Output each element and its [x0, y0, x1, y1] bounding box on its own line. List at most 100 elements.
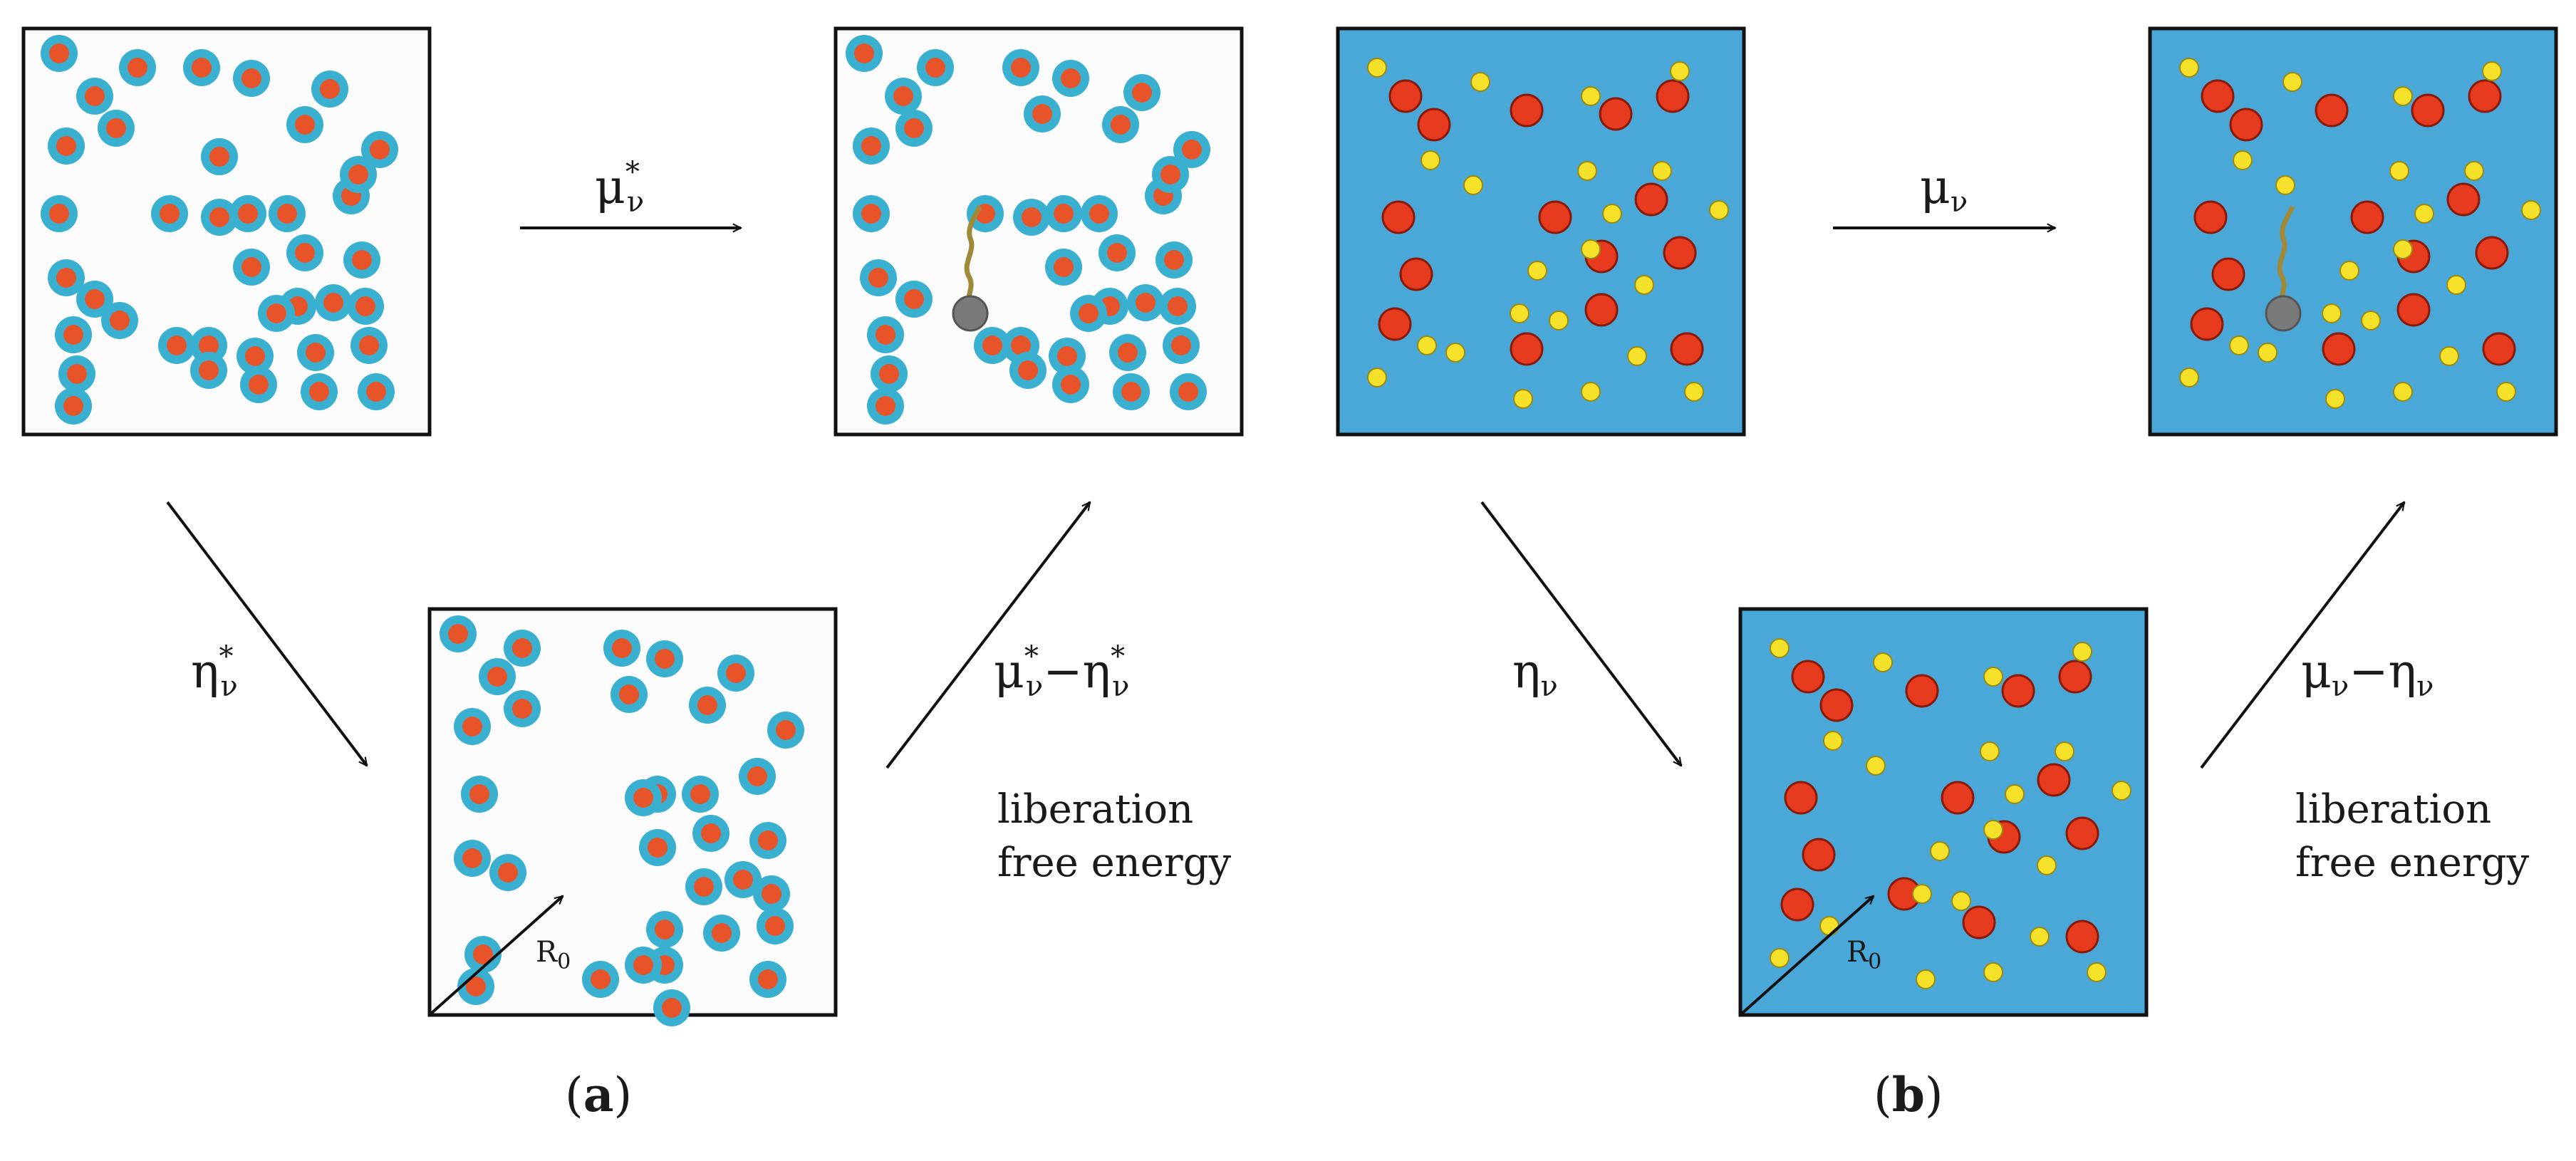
particle-core: [469, 784, 489, 804]
small-particle: [2282, 72, 2302, 92]
particle-core: [295, 243, 315, 263]
small-particle: [2393, 239, 2413, 259]
particle-core: [633, 955, 653, 975]
particle-core: [726, 663, 746, 683]
panel-a-final-box: [833, 26, 1244, 437]
small-particle: [2361, 311, 2381, 330]
small-particle: [2030, 927, 2050, 947]
particle-core: [85, 86, 105, 106]
radius-label: R0: [536, 936, 571, 974]
particle-core: [306, 343, 326, 363]
particle-core: [110, 311, 130, 330]
large-particle: [2001, 674, 2035, 708]
large-particle: [2229, 108, 2263, 142]
note-free-energy: free energy: [997, 840, 1232, 886]
tether-chain: [964, 205, 982, 313]
large-particle: [1791, 660, 1825, 694]
small-particle: [1684, 382, 1704, 402]
particle-core: [662, 998, 682, 1018]
arrow-down-b: [1480, 501, 1683, 766]
particle-core: [1164, 250, 1184, 270]
small-particle: [2005, 784, 2025, 804]
large-particle: [1378, 307, 1412, 341]
particle-core: [242, 257, 261, 277]
small-particle: [1770, 948, 1790, 968]
small-particle: [1367, 368, 1387, 387]
small-particle: [2496, 382, 2516, 402]
small-particle: [2325, 389, 2345, 409]
large-particle: [2482, 332, 2516, 366]
particle-core: [765, 916, 785, 936]
label-mu-minus-eta: μν−ην: [2301, 644, 2434, 703]
small-particle: [2439, 346, 2459, 366]
large-particle: [2411, 93, 2445, 127]
particle-core: [1022, 207, 1042, 227]
panel-b-initial-box: [1336, 26, 1746, 437]
small-particle: [1823, 731, 1843, 751]
particle-core: [758, 831, 778, 850]
small-particle: [2179, 58, 2199, 78]
small-particle: [2464, 161, 2484, 181]
particle-core: [266, 303, 286, 323]
small-particle: [2072, 642, 2092, 662]
particle-core: [462, 848, 482, 868]
large-particle: [1819, 688, 1854, 722]
label-mu-minus-eta-star: μ*ν−η*ν: [994, 640, 1129, 703]
particle-core: [758, 969, 778, 989]
large-particle: [1905, 674, 1939, 708]
small-particle: [2179, 368, 2199, 387]
large-particle: [1634, 182, 1668, 217]
particle-core: [209, 147, 229, 167]
large-particle: [2201, 79, 2235, 113]
small-particle: [1577, 161, 1597, 181]
particle-core: [655, 649, 675, 669]
small-particle: [1930, 841, 1950, 861]
particle-core: [462, 717, 482, 736]
small-particle: [2275, 175, 2295, 195]
small-particle: [1445, 343, 1465, 363]
particle-core: [1011, 58, 1031, 78]
particle-core: [868, 268, 888, 288]
large-particle: [2475, 236, 2509, 270]
small-particle: [2521, 200, 2541, 220]
large-particle: [1780, 887, 1814, 922]
particle-core: [925, 58, 945, 78]
particle-core: [56, 136, 76, 156]
particle-core: [245, 346, 265, 366]
particle-core: [348, 165, 368, 184]
large-particle: [1599, 97, 1633, 131]
particle-core: [1132, 83, 1152, 103]
particle-core: [619, 684, 639, 704]
large-particle: [2037, 763, 2071, 797]
arrow-down-a: [166, 501, 368, 766]
large-particle: [2211, 257, 2245, 291]
particle-core: [733, 870, 753, 890]
small-particle: [2339, 261, 2359, 281]
small-particle: [1463, 175, 1483, 195]
particle-core: [323, 293, 343, 313]
large-particle: [2065, 920, 2099, 954]
particle-core: [1032, 104, 1052, 124]
large-particle: [2350, 200, 2384, 234]
particle-core: [106, 118, 126, 138]
particle-core: [63, 396, 83, 416]
small-particle: [1866, 756, 1886, 776]
small-particle: [2414, 204, 2434, 224]
particle-core: [1011, 335, 1031, 355]
panel-label-b: (b): [1874, 1067, 1943, 1123]
particle-core: [1089, 204, 1109, 224]
particle-core: [238, 204, 258, 224]
particle-core: [694, 877, 714, 897]
note-liberation: liberation: [997, 786, 1193, 833]
particle-core: [612, 638, 632, 658]
large-particle: [1656, 79, 1690, 113]
particle-core: [370, 140, 390, 160]
particle-core: [1171, 335, 1191, 355]
particle-core: [1107, 243, 1127, 263]
large-particle: [1941, 781, 1975, 815]
particle-core: [591, 969, 611, 989]
large-particle: [1670, 332, 1704, 366]
small-particle: [1627, 346, 1647, 366]
label-mu-nu: μν: [1920, 160, 1968, 219]
small-particle: [2393, 86, 2413, 106]
